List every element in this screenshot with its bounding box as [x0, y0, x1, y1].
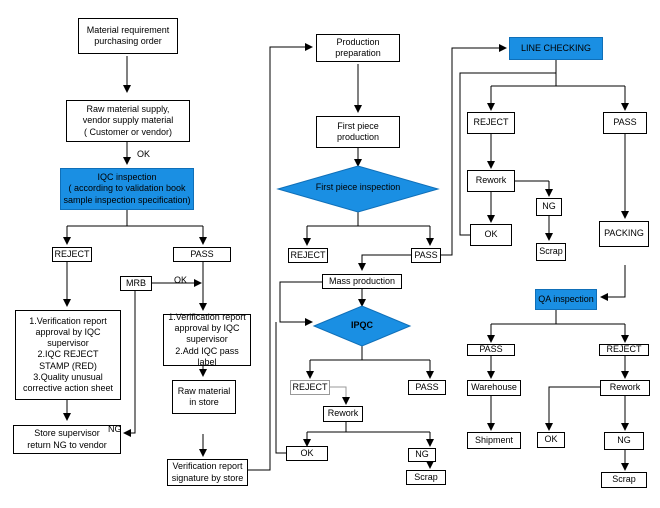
qa-pass-box: PASS	[467, 344, 515, 356]
edge-label-ok: OK	[137, 149, 151, 159]
mass-production-box: Mass production	[322, 274, 402, 289]
connector	[279, 281, 322, 326]
connector	[459, 72, 556, 236]
first-piece-inspection-label: First piece inspection	[315, 182, 401, 193]
connector	[600, 265, 626, 301]
line-ok-box: OK	[470, 224, 512, 246]
connector	[545, 386, 600, 431]
edge-label-ok: OK	[174, 275, 188, 285]
connector	[248, 43, 313, 471]
store-supervisor-box: Store supervisor return NG to vendor	[13, 425, 121, 454]
qa-ng-box: NG	[604, 432, 644, 450]
verification-signature-box: Verification report signature by store	[167, 459, 248, 486]
first-piece-production-box: First piece production	[316, 116, 400, 148]
first-piece-reject-box: REJECT	[288, 248, 328, 263]
ipqc-diamond	[312, 305, 412, 347]
ipqc-pass-box: PASS	[408, 380, 446, 395]
connector	[330, 386, 350, 405]
raw-material-store-box: Raw material in store	[172, 380, 236, 414]
warehouse-box: Warehouse	[467, 380, 521, 396]
ipqc-reject-box: REJECT	[290, 380, 330, 395]
line-rework-box: Rework	[467, 170, 515, 192]
ipqc-ok-box: OK	[286, 446, 328, 461]
mrb-box: MRB	[120, 276, 152, 291]
line-pass-box: PASS	[603, 112, 647, 134]
iqc-pass-box: PASS	[173, 247, 231, 262]
ipqc-ng-box: NG	[408, 448, 436, 462]
qa-inspection-box: QA inspection	[535, 289, 597, 310]
packing-box: PACKING	[599, 221, 649, 247]
first-piece-pass-box: PASS	[411, 248, 441, 263]
connector	[123, 291, 136, 437]
iqc-inspection-box: IQC inspection ( according to validation…	[60, 168, 194, 210]
material-requirement-box: Material requirement purchasing order	[78, 18, 178, 54]
first-piece-inspection-diamond	[276, 165, 440, 213]
verification-pass-box: 1.Verification report approval by IQC su…	[163, 312, 251, 367]
connector	[358, 254, 411, 271]
edge-label-ng: NG	[108, 424, 122, 434]
qa-ok-box: OK	[537, 432, 565, 448]
line-reject-box: REJECT	[467, 112, 515, 134]
production-preparation-box: Production preparation	[316, 34, 400, 62]
iqc-reject-box: REJECT	[52, 247, 92, 262]
line-ng-box: NG	[536, 198, 562, 216]
line-scrap-box: Scrap	[536, 243, 566, 261]
verification-reject-box: 1.Verification report approval by IQC su…	[15, 310, 121, 400]
qa-reject-box: REJECT	[599, 344, 649, 356]
shipment-box: Shipment	[467, 432, 521, 449]
qa-rework-box: Rework	[600, 380, 650, 396]
ipqc-scrap-box: Scrap	[406, 470, 446, 485]
qa-scrap-box: Scrap	[601, 472, 647, 488]
connector	[275, 322, 286, 454]
ipqc-rework-box: Rework	[323, 406, 363, 422]
raw-material-supply-box: Raw material supply, vendor supply mater…	[66, 100, 190, 142]
ipqc-label: IPQC	[350, 320, 373, 331]
line-checking-box: LINE CHECKING	[509, 37, 603, 60]
connector	[441, 44, 507, 256]
